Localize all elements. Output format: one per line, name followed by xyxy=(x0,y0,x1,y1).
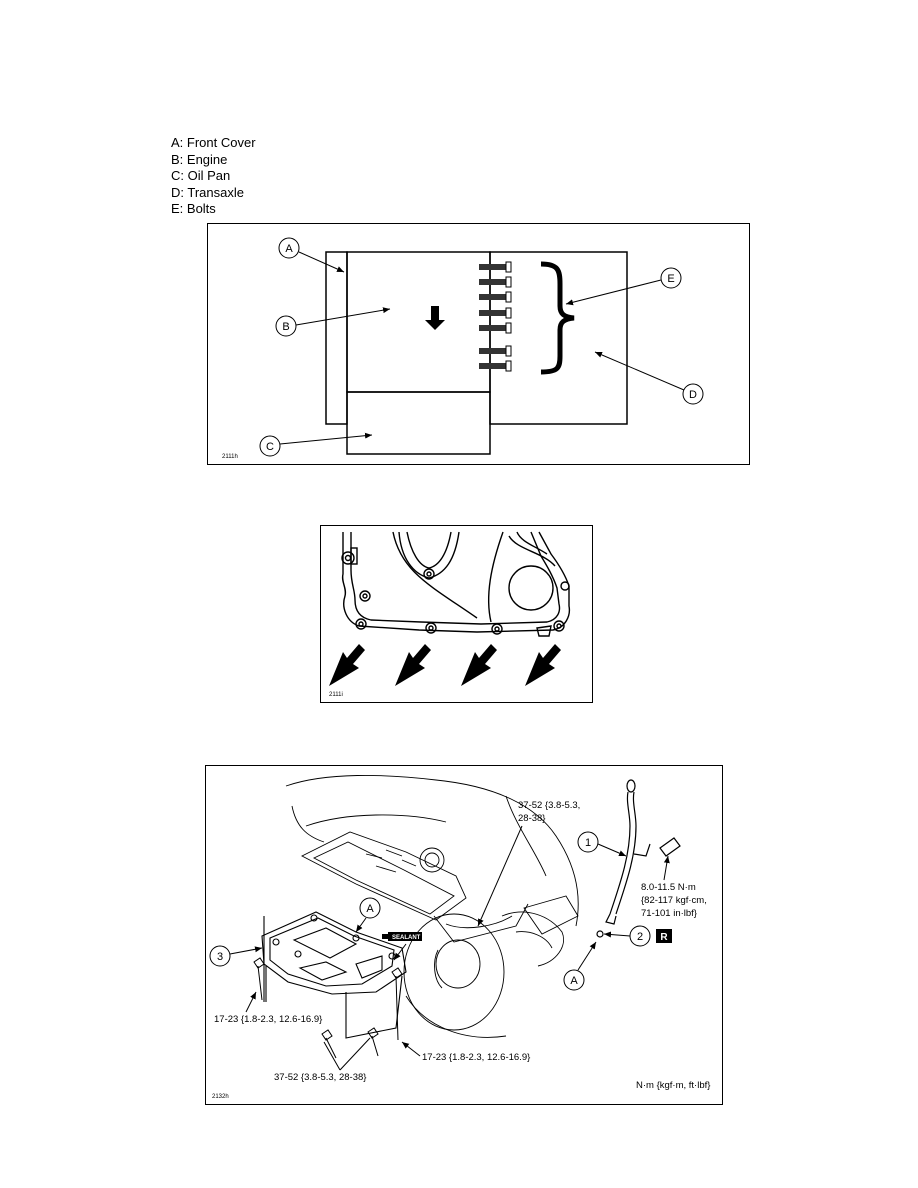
callout-1: 1 xyxy=(577,831,627,857)
sealant-tube-icon: SEALANT xyxy=(382,932,422,961)
legend-transaxle: D: Transaxle xyxy=(171,184,244,200)
torque-bottom: 37-52 {3.8-5.3, 28-38} xyxy=(274,1072,366,1083)
legend-engine: B: Engine xyxy=(171,151,228,167)
legend-bolts: E: Bolts xyxy=(171,201,216,216)
block-diagram-svg: A B C E D 2111h xyxy=(222,237,704,460)
torque-units: N·m {kgf·m, ft·lbf} xyxy=(636,1080,710,1091)
svg-text:A: A xyxy=(285,243,293,255)
legend-oil-pan: C: Oil Pan xyxy=(171,168,231,183)
replace-badge xyxy=(656,929,672,943)
figure-block-diagram: A B C E D 2111h xyxy=(207,223,750,465)
engine-shape xyxy=(346,251,491,393)
figure2-code: 2111i xyxy=(329,692,343,698)
svg-text:2: 2 xyxy=(637,931,643,943)
figure3-code: 2132h xyxy=(212,1094,229,1100)
oil-pan-shape xyxy=(346,391,491,455)
svg-text:A: A xyxy=(570,975,578,987)
down-arrow-icon xyxy=(425,306,445,330)
figure-front-cover-detail: 2111i xyxy=(320,525,593,703)
torque-top-line1: 37-52 {3.8-5.3, xyxy=(518,800,580,811)
driveshaft-stub xyxy=(523,895,579,935)
sealant-arrows xyxy=(329,644,561,686)
figure1-code: 2111h xyxy=(222,454,238,460)
arrow-icon xyxy=(395,644,431,686)
callout-d: D xyxy=(594,351,704,405)
dipstick-shape xyxy=(596,779,681,938)
svg-text:C: C xyxy=(266,441,274,453)
front-cover-outline xyxy=(341,531,571,633)
svg-text:E: E xyxy=(667,273,674,285)
brace-icon xyxy=(540,261,575,375)
svg-text:D: D xyxy=(689,389,697,401)
bolts-group xyxy=(479,261,512,372)
svg-text:B: B xyxy=(282,321,289,333)
figure-oil-pan-installation: SEALANT 1 2 xyxy=(205,765,723,1105)
front-cover-shape xyxy=(325,251,348,425)
torque-dipstick-line1: 8.0-11.5 N·m xyxy=(641,882,696,893)
pan-bolts-group xyxy=(253,957,403,1059)
callout-3: 3 xyxy=(209,945,263,967)
transaxle-shape xyxy=(489,251,628,425)
svg-text:1: 1 xyxy=(585,837,591,849)
callout-c: C xyxy=(259,432,373,457)
component-legend: A: Front Cover B: Engine C: Oil Pan D: T… xyxy=(171,135,256,218)
callout-a: A xyxy=(278,237,345,273)
callout-b: B xyxy=(275,307,391,337)
arrow-icon xyxy=(461,644,497,686)
callout-2: 2 R xyxy=(603,925,672,947)
torque-dipstick-line2: {82-117 kgf·cm, xyxy=(641,895,707,906)
callout-a-ring: A xyxy=(563,941,597,991)
svg-text:SEALANT: SEALANT xyxy=(392,935,421,941)
torque-top-line2: 28-38} xyxy=(518,813,545,824)
arrow-icon xyxy=(525,644,561,686)
oil-pan-svg: SEALANT 1 2 xyxy=(209,774,710,1100)
torque-right: 17-23 {1.8-2.3, 12.6-16.9} xyxy=(422,1052,530,1063)
torque-dipstick-line3: 71-101 in·lbf} xyxy=(641,908,697,919)
callout-e: E xyxy=(565,267,682,306)
arrow-icon xyxy=(329,644,365,686)
svg-text:3: 3 xyxy=(217,951,223,963)
engine-block-lower xyxy=(301,831,467,921)
torque-left: 17-23 {1.8-2.3, 12.6-16.9} xyxy=(214,1014,322,1025)
svg-text:R: R xyxy=(660,932,668,943)
front-cover-svg: 2111i xyxy=(329,531,571,698)
svg-text:A: A xyxy=(366,903,374,915)
legend-front-cover: A: Front Cover xyxy=(171,135,256,150)
callout-a-pan: A xyxy=(355,897,381,933)
